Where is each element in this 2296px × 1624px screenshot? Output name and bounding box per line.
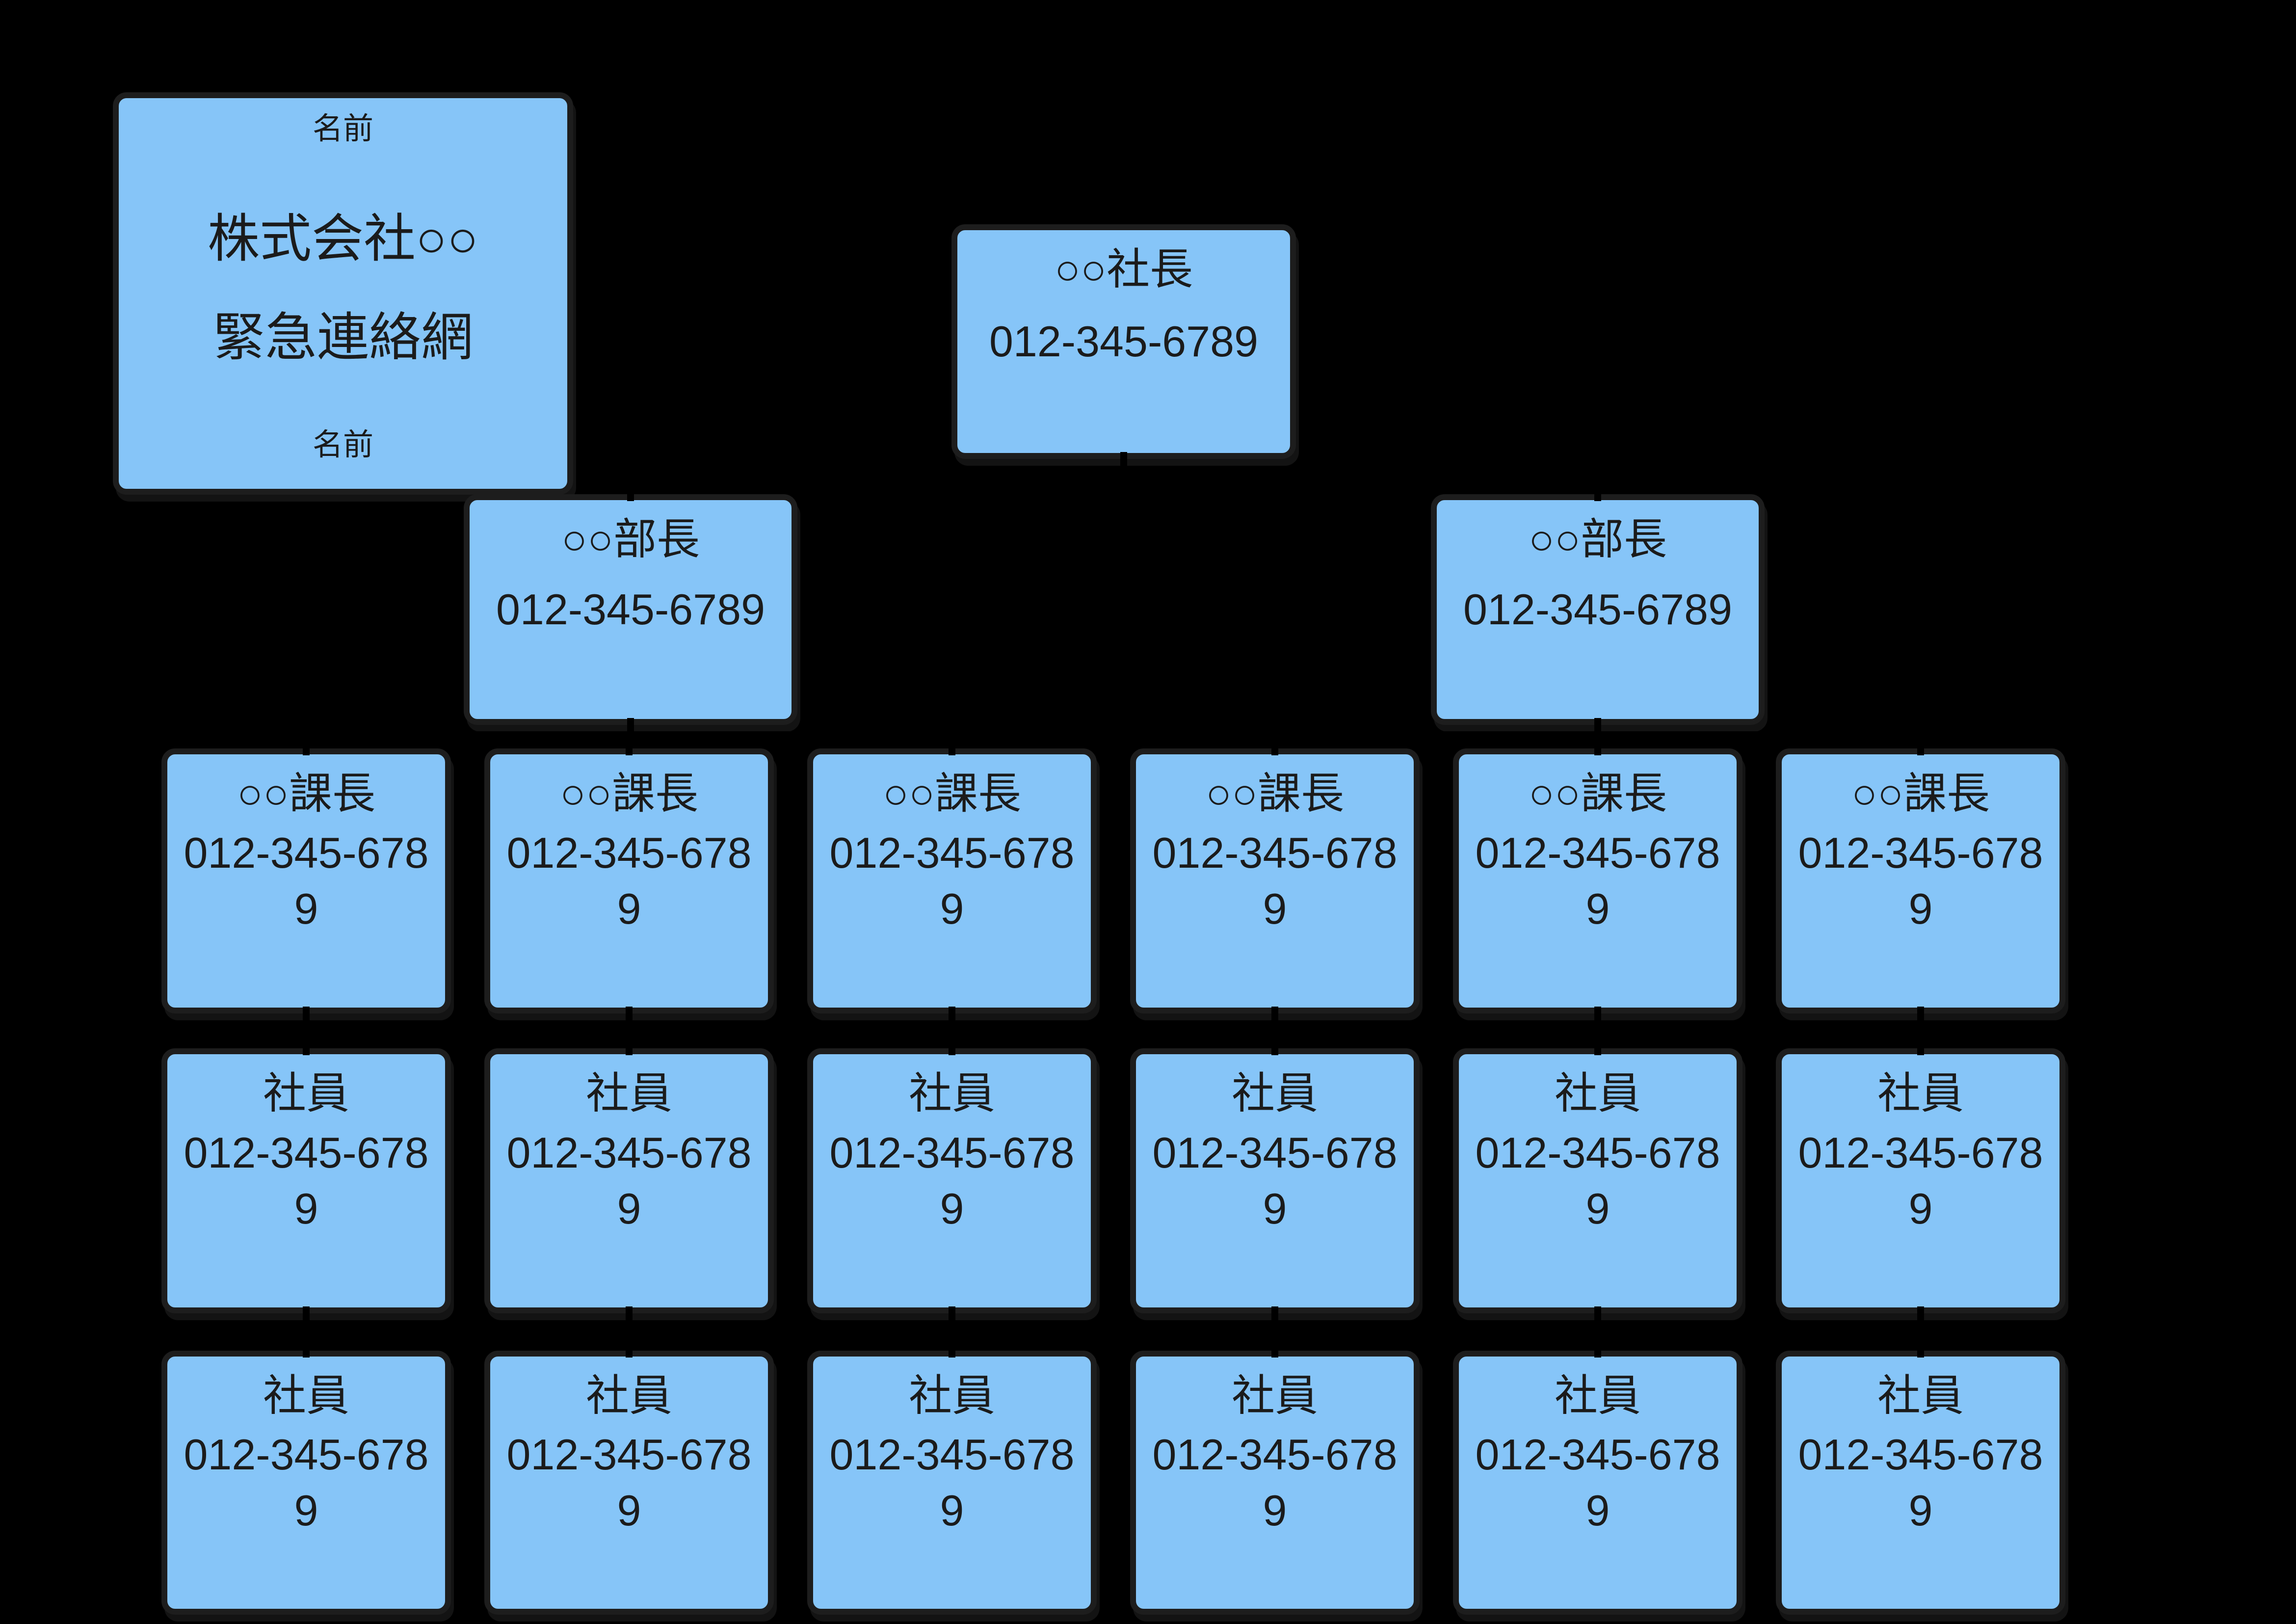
org-node-staff2-4: 社員 012-345-6789 <box>1130 1351 1420 1615</box>
org-node-chief-5: ○○課長 012-345-6789 <box>1453 748 1742 1013</box>
org-node-manager-right: ○○部長 012-345-6789 <box>1431 494 1765 725</box>
role-label: 社員 <box>263 1371 349 1420</box>
connector-staff-staff-2 <box>626 1306 633 1358</box>
phone-number: 012-345-6789 <box>1463 585 1733 634</box>
phone-number: 012-345-6789 <box>1798 1128 2043 1233</box>
phone-number: 012-345-6789 <box>184 1128 429 1233</box>
org-node-staff1-2: 社員 012-345-6789 <box>484 1048 774 1313</box>
connector-staff-staff-6 <box>1917 1306 1924 1358</box>
role-label: 社員 <box>263 1069 349 1118</box>
role-label: ○○社長 <box>1054 245 1193 293</box>
org-node-staff1-3: 社員 012-345-6789 <box>807 1048 1097 1313</box>
phone-number: 012-345-6789 <box>1798 828 2043 933</box>
connector-president-stub <box>1120 452 1127 485</box>
role-label: 社員 <box>1554 1371 1641 1420</box>
connector-chief-top-2 <box>626 731 633 755</box>
org-node-chief-2: ○○課長 012-345-6789 <box>484 748 774 1013</box>
title-top-label: 名前 <box>312 112 373 146</box>
connector-chief-staff-6 <box>1917 1007 1924 1055</box>
org-node-chief-3: ○○課長 012-345-6789 <box>807 748 1097 1013</box>
role-label: 社員 <box>1231 1069 1318 1118</box>
title-main: 株式会社○○ 緊急連絡網 <box>119 88 567 489</box>
phone-number: 012-345-6789 <box>506 1128 752 1233</box>
org-node-staff2-6: 社員 012-345-6789 <box>1776 1351 2065 1615</box>
phone-number: 012-345-6789 <box>829 1128 1075 1233</box>
connector-chief-top-6 <box>1917 731 1924 755</box>
org-node-staff2-1: 社員 012-345-6789 <box>161 1351 451 1615</box>
phone-number: 012-345-6789 <box>1475 1430 1720 1535</box>
role-label: 社員 <box>585 1069 672 1118</box>
phone-number: 012-345-6789 <box>184 828 429 933</box>
connector-chief-top-4 <box>1271 731 1278 755</box>
role-label: 社員 <box>1231 1371 1318 1420</box>
connector-president-rail <box>627 478 1605 485</box>
role-label: ○○課長 <box>1528 769 1667 818</box>
org-node-staff1-5: 社員 012-345-6789 <box>1453 1048 1742 1313</box>
role-label: 社員 <box>908 1371 995 1420</box>
role-label: 社員 <box>1877 1069 1964 1118</box>
org-node-staff2-2: 社員 012-345-6789 <box>484 1351 774 1615</box>
connector-staff-staff-5 <box>1594 1306 1601 1358</box>
phone-number: 012-345-6789 <box>1475 828 1720 933</box>
org-node-staff1-1: 社員 012-345-6789 <box>161 1048 451 1313</box>
org-node-chief-4: ○○課長 012-345-6789 <box>1130 748 1420 1013</box>
connector-chief-staff-4 <box>1271 1007 1278 1055</box>
connector-chief-staff-5 <box>1594 1007 1601 1055</box>
role-label: 社員 <box>908 1069 995 1118</box>
role-label: 社員 <box>1877 1371 1964 1420</box>
connector-manager-left-top <box>627 478 634 501</box>
phone-number: 012-345-6789 <box>506 1430 752 1535</box>
role-label: 社員 <box>1554 1069 1641 1118</box>
role-label: ○○部長 <box>561 515 700 563</box>
role-label: ○○課長 <box>559 769 699 818</box>
connector-chief-top-3 <box>949 731 955 755</box>
role-label: ○○課長 <box>882 769 1022 818</box>
phone-number: 012-345-6789 <box>184 1430 429 1535</box>
connector-chief-top-5 <box>1594 731 1601 755</box>
title-company: 株式会社○○ <box>207 210 479 268</box>
org-node-president: ○○社長 012-345-6789 <box>951 224 1296 459</box>
phone-number: 012-345-6789 <box>829 1430 1075 1535</box>
org-node-staff1-6: 社員 012-345-6789 <box>1776 1048 2065 1313</box>
phone-number: 012-345-6789 <box>496 585 765 634</box>
connector-manager-right-top <box>1594 478 1601 501</box>
role-label: ○○課長 <box>1205 769 1345 818</box>
phone-number: 012-345-6789 <box>1152 1128 1398 1233</box>
connector-chief-staff-2 <box>626 1007 633 1055</box>
connector-staff-staff-1 <box>303 1306 310 1358</box>
title-subtitle: 緊急連絡網 <box>213 309 473 367</box>
org-node-staff1-4: 社員 012-345-6789 <box>1130 1048 1420 1313</box>
phone-number: 012-345-6789 <box>829 828 1075 933</box>
phone-number: 012-345-6789 <box>1152 1430 1398 1535</box>
connector-staff-staff-4 <box>1271 1306 1278 1358</box>
title-card: 名前 株式会社○○ 緊急連絡網 名前 <box>113 92 573 495</box>
org-node-staff2-3: 社員 012-345-6789 <box>807 1351 1097 1615</box>
role-label: ○○課長 <box>237 769 376 818</box>
role-label: ○○部長 <box>1528 515 1667 563</box>
connector-staff-staff-3 <box>949 1306 955 1358</box>
phone-number: 012-345-6789 <box>1152 828 1398 933</box>
phone-number: 012-345-6789 <box>506 828 752 933</box>
phone-number: 012-345-6789 <box>1475 1128 1720 1233</box>
connector-chief-staff-3 <box>949 1007 955 1055</box>
phone-number: 012-345-6789 <box>989 317 1259 366</box>
org-node-manager-left: ○○部長 012-345-6789 <box>464 494 797 725</box>
role-label: ○○課長 <box>1851 769 1990 818</box>
role-label: 社員 <box>585 1371 672 1420</box>
connector-chief-staff-1 <box>303 1007 310 1055</box>
title-bottom-label: 名前 <box>312 428 373 462</box>
phone-number: 012-345-6789 <box>1798 1430 2043 1535</box>
org-node-staff2-5: 社員 012-345-6789 <box>1453 1351 1742 1615</box>
org-node-chief-1: ○○課長 012-345-6789 <box>161 748 451 1013</box>
org-node-chief-6: ○○課長 012-345-6789 <box>1776 748 2065 1013</box>
connector-chief-top-1 <box>303 731 310 755</box>
